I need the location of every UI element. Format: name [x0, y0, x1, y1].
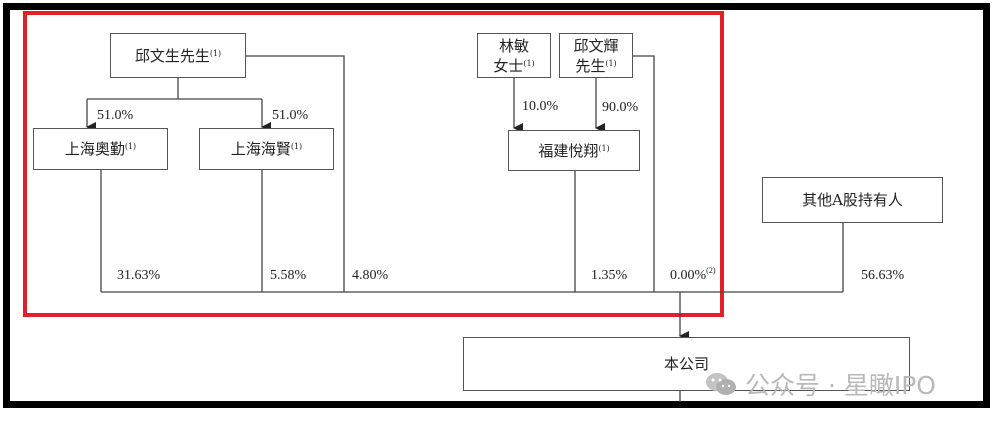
- entity-lin-min: 林敏 女士(1): [477, 33, 551, 78]
- entity-fujian-yuexiang: 福建悅翔(1): [508, 130, 640, 171]
- entity-name-line1: 邱文輝: [573, 36, 619, 55]
- pct-qiuws-to-company: 4.80%: [352, 268, 389, 283]
- watermark-text: 公众号 · 星瞰IPO: [745, 371, 936, 400]
- entity-name: 福建悅翔: [538, 141, 599, 160]
- entity-shanghai-aoqin: 上海奧勤(1): [33, 128, 168, 170]
- entity-name: 上海海賢: [230, 140, 291, 158]
- entity-name: 本公司: [663, 355, 709, 373]
- pct-aoqin-to-company: 31.63%: [117, 268, 161, 283]
- pct-value: 0.00%: [670, 268, 707, 283]
- pct-fujian-to-company: 1.35%: [591, 268, 628, 283]
- footnote-ref: (1): [598, 143, 610, 153]
- pct-qiu-to-haixian: 51.0%: [272, 108, 309, 123]
- entity-name: 上海奧勤: [64, 140, 125, 158]
- footnote-ref: (1): [605, 58, 617, 68]
- pct-other-to-company: 56.63%: [861, 268, 905, 283]
- footnote-ref: (1): [290, 142, 303, 151]
- wechat-icon: [706, 373, 736, 395]
- entity-other-a-holders: 其他A股持有人: [762, 177, 943, 223]
- entity-shanghai-haixian: 上海海賢(1): [199, 128, 334, 170]
- highlight-box: [23, 11, 724, 317]
- watermark: 公众号 · 星瞰IPO: [705, 366, 936, 402]
- entity-name-line2: 先生: [575, 56, 606, 75]
- footnote-ref: (2): [706, 266, 716, 275]
- pct-qiuwh-to-fujian: 90.0%: [602, 100, 639, 115]
- entity-name: 邱文生先生: [134, 46, 210, 65]
- entity-company: 本公司: [463, 337, 910, 391]
- pct-qiuwh-to-company: 0.00%(2): [670, 266, 716, 284]
- footnote-ref: (1): [209, 48, 222, 58]
- pct-haixian-to-company: 5.58%: [270, 268, 307, 283]
- entity-name: 其他A股持有人: [802, 191, 903, 209]
- entity-qiu-wenhui: 邱文輝 先生(1): [559, 33, 633, 78]
- entity-name-line2: 女士: [493, 56, 524, 75]
- pct-lin-to-fujian: 10.0%: [522, 99, 559, 114]
- footnote-ref: (1): [523, 58, 535, 68]
- entity-name-line1: 林敏: [498, 36, 529, 55]
- footnote-ref: (1): [124, 142, 137, 151]
- entity-qiu-wensheng: 邱文生先生(1): [110, 33, 246, 78]
- pct-qiu-to-aoqin: 51.0%: [97, 108, 134, 123]
